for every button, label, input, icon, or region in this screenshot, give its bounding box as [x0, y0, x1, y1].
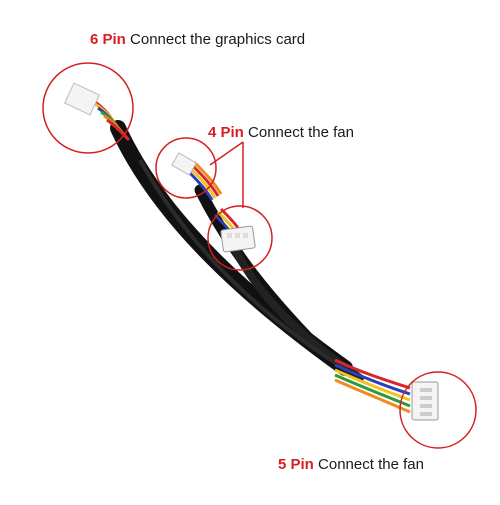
five-pin-label: 5 Pin Connect the fan	[278, 456, 424, 473]
five-pin-title: 5 Pin	[278, 456, 314, 473]
four-pin-label: 4 Pin Connect the fan	[208, 124, 354, 141]
five-pin-connector	[411, 381, 439, 421]
four-pin-title: 4 Pin	[208, 124, 244, 141]
four-pin-description: Connect the fan	[248, 124, 354, 141]
five-pin-description: Connect the fan	[318, 456, 424, 473]
six-pin-callout-circle	[42, 62, 134, 154]
six-pin-wires	[91, 98, 131, 142]
callout-circles	[42, 62, 477, 449]
black-cable-bundle	[110, 120, 364, 382]
middle-callout-circle	[207, 205, 273, 271]
six-pin-title: 6 Pin	[90, 31, 126, 48]
six-pin-connector	[63, 82, 101, 116]
middle-connector	[220, 225, 256, 253]
four-pin-callout-circle	[155, 137, 217, 199]
six-pin-label: 6 Pin Connect the graphics card	[90, 31, 305, 48]
five-pin-wires	[334, 358, 411, 414]
four-pin-connector	[171, 152, 197, 176]
four-pin-leader-lines	[209, 141, 244, 208]
five-pin-callout-circle	[399, 371, 477, 449]
six-pin-description: Connect the graphics card	[130, 31, 306, 48]
